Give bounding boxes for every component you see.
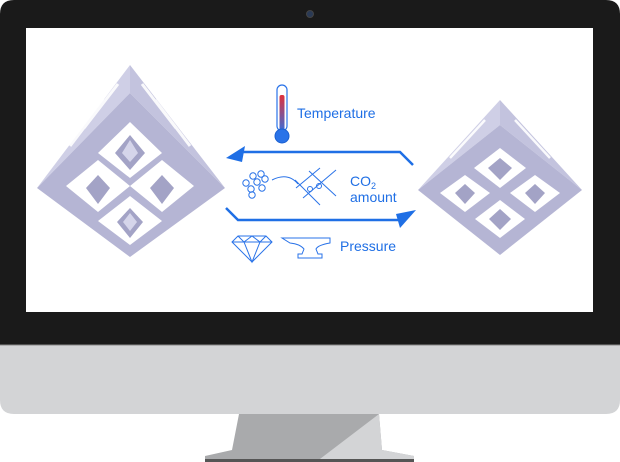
anvil-icon bbox=[280, 237, 331, 259]
large-lattice-cube bbox=[37, 65, 225, 257]
monitor-chin bbox=[0, 345, 620, 414]
amount-label: amount bbox=[350, 189, 397, 205]
arrow-left-icon bbox=[226, 146, 414, 166]
pressure-label: Pressure bbox=[340, 238, 396, 254]
arrow-right-icon bbox=[225, 207, 416, 228]
monitor-stand bbox=[205, 414, 414, 462]
diamond-icon bbox=[231, 235, 273, 264]
gas-molecules-icon bbox=[242, 170, 269, 199]
small-lattice-cube bbox=[418, 100, 582, 255]
thermometer-icon bbox=[274, 84, 290, 144]
co2-label: CO2 bbox=[350, 173, 376, 191]
camera-icon bbox=[306, 10, 314, 18]
temperature-label: Temperature bbox=[297, 105, 376, 121]
curved-arrow-icon bbox=[271, 176, 299, 185]
lattice-adsorption-icon bbox=[294, 167, 337, 206]
